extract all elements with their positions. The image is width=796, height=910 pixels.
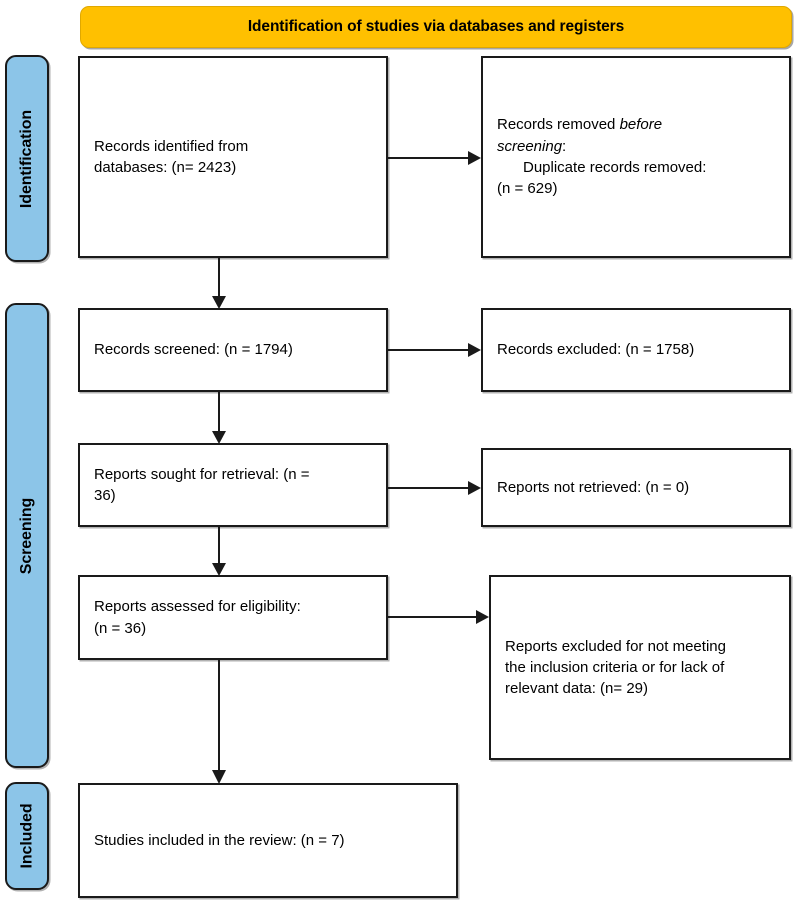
stage-label-identification-text: Identification xyxy=(18,109,35,208)
box-reports-sought: Reports sought for retrieval: (n = 36) xyxy=(78,443,388,527)
box-reports-assessed-text: Reports assessed for eligibility: (n = 3… xyxy=(80,596,386,639)
box-reports-not-retrieved-line1: Reports not retrieved: (n = 0) xyxy=(497,478,690,496)
box-records-screened: Records screened: (n = 1794) xyxy=(78,308,388,392)
box-studies-included-text: Studies included in the review: (n = 7) xyxy=(80,830,456,851)
arrow-screened-to-excluded xyxy=(388,341,483,359)
box-records-identified-line1: Records identified from xyxy=(94,137,249,155)
phase-banner-title: Identification of studies via databases … xyxy=(247,18,625,35)
box-records-removed-line4: (n = 629) xyxy=(497,180,558,198)
box-studies-included: Studies included in the review: (n = 7) xyxy=(78,783,458,898)
stage-label-included: Included xyxy=(5,782,49,890)
box-records-identified-line2: databases: (n= 2423) xyxy=(94,159,237,176)
box-studies-included-line1: Studies included in the review: (n = 7) xyxy=(94,831,345,849)
box-reports-excluded-eligibility: Reports excluded for not meeting the inc… xyxy=(489,575,791,760)
box-reports-excluded-eligibility-line3: relevant data: (n= 29) xyxy=(505,680,649,698)
stage-label-identification: Identification xyxy=(5,55,49,262)
stage-label-included-text: Included xyxy=(18,803,36,869)
box-reports-sought-line2: 36) xyxy=(94,487,116,504)
box-reports-not-retrieved-text: Reports not retrieved: (n = 0) xyxy=(483,477,789,498)
box-reports-excluded-eligibility-text: Reports excluded for not meeting the inc… xyxy=(491,636,789,700)
box-records-excluded-line1: Records excluded: (n = 1758) xyxy=(497,341,695,359)
box-records-removed-text: Records removed before screening: Duplic… xyxy=(483,114,789,199)
box-reports-assessed-line1: Reports assessed for eligibility: xyxy=(94,598,301,616)
box-records-identified-text: Records identified from databases: (n= 2… xyxy=(80,136,386,179)
box-reports-excluded-eligibility-line2: the inclusion criteria or for lack of xyxy=(505,658,725,676)
box-records-identified: Records identified from databases: (n= 2… xyxy=(78,56,388,258)
box-reports-assessed-line2: (n = 36) xyxy=(94,619,147,637)
box-records-excluded: Records excluded: (n = 1758) xyxy=(481,308,791,392)
arrow-sought-to-not-retrieved xyxy=(388,479,483,497)
box-records-removed-before-emphasis: before xyxy=(619,116,663,134)
arrow-identified-to-removed xyxy=(388,149,483,167)
box-reports-sought-text: Reports sought for retrieval: (n = 36) xyxy=(80,464,386,507)
box-reports-excluded-eligibility-line1: Reports excluded for not meeting xyxy=(505,637,726,655)
box-records-removed-line1: Records removed xyxy=(497,116,620,134)
stage-label-screening-text: Screening xyxy=(18,497,35,574)
box-reports-sought-line1: Reports sought for retrieval: (n = xyxy=(94,465,310,483)
box-reports-assessed: Reports assessed for eligibility: (n = 3… xyxy=(78,575,388,660)
box-records-removed-colon: : xyxy=(562,137,567,155)
box-records-removed-before-screening: Records removed before screening: Duplic… xyxy=(481,56,791,258)
box-records-excluded-text: Records excluded: (n = 1758) xyxy=(483,339,789,360)
box-records-screened-text: Records screened: (n = 1794) xyxy=(80,339,386,360)
box-records-removed-screening-emphasis: screening xyxy=(497,137,563,155)
arrow-identified-to-screened xyxy=(210,258,228,310)
phase-banner-identification: Identification of studies via databases … xyxy=(80,6,792,48)
arrow-assessed-to-included xyxy=(210,660,228,785)
box-records-removed-line3: Duplicate records removed: xyxy=(523,159,707,176)
box-records-screened-line1: Records screened: (n = 1794) xyxy=(94,341,293,359)
stage-label-screening: Screening xyxy=(5,303,49,768)
arrow-sought-to-assessed xyxy=(210,527,228,577)
arrow-assessed-to-excluded-eligibility xyxy=(388,608,491,626)
arrow-screened-to-sought xyxy=(210,392,228,445)
box-reports-not-retrieved: Reports not retrieved: (n = 0) xyxy=(481,448,791,527)
